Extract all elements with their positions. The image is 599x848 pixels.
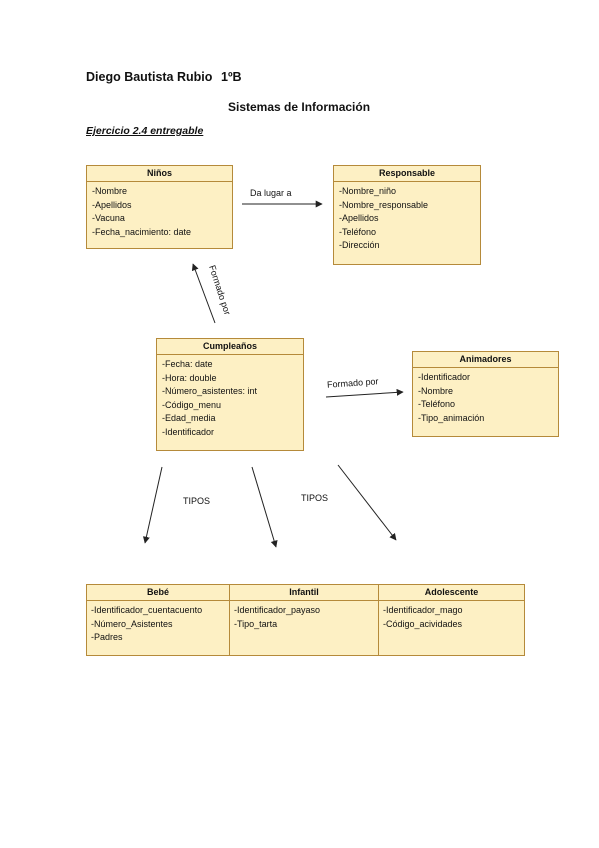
attribute: -Nombre_responsable: [339, 199, 429, 210]
attribute: -Apellidos: [339, 213, 379, 223]
arrow-cumpleanos-ninos: [191, 263, 216, 324]
subtype-bebe: Bebé -Identificador_cuentacuento -Número…: [87, 585, 230, 655]
attribute: -Identificador: [418, 372, 471, 382]
attribute: -Nombre_niño: [339, 186, 397, 196]
attribute: -Dirección: [339, 240, 380, 250]
attribute: -Hora: double: [162, 372, 217, 383]
grade-label: 1ºB: [221, 70, 242, 84]
attribute: -Identificador_mago: [383, 605, 463, 615]
subtype-bebe-title: Bebé: [87, 585, 229, 601]
subtype-infantil: Infantil -Identificador_payaso -Tipo_tar…: [230, 585, 379, 655]
label-da-lugar-a: Da lugar a: [250, 188, 292, 198]
attribute: -Número_asistentes: int: [162, 386, 258, 396]
attribute: -Edad_media: [162, 413, 216, 423]
attribute: -Identificador: [162, 426, 215, 437]
attribute: -Fecha_nacimiento: date: [92, 226, 192, 237]
attribute: -Padres: [91, 632, 123, 642]
attribute: -Código_menu: [162, 399, 222, 410]
subtypes-table: Bebé -Identificador_cuentacuento -Número…: [86, 584, 525, 656]
attribute: -Identificador_cuentacuento: [91, 605, 203, 615]
attribute: -Número_Asistentes: [91, 618, 173, 629]
entity-cumpleanos: Cumpleaños -Fecha: date -Hora: double -N…: [156, 338, 304, 451]
exercise-heading: Ejercicio 2.4 entregable: [86, 125, 204, 137]
attribute: -Vacuna: [92, 213, 125, 223]
subtype-adolescente: Adolescente -Identificador_mago -Código_…: [379, 585, 524, 655]
label-tipos-2: TIPOS: [301, 493, 329, 503]
entity-animadores: Animadores -Identificador -Nombre -Teléf…: [412, 351, 559, 437]
arrow-to-adolescente: [337, 464, 397, 541]
attribute: -Identificador_payaso: [234, 605, 321, 615]
attribute: -Tipo_tarta: [234, 618, 278, 629]
attribute: -Apellidos: [92, 199, 132, 210]
entity-animadores-title: Animadores: [413, 352, 558, 368]
subtype-adolescente-title: Adolescente: [379, 585, 524, 601]
attribute: -Teléfono: [339, 226, 377, 237]
attribute: -Código_acividades: [383, 618, 463, 629]
arrow-cumpleanos-animadores: [325, 388, 404, 398]
subtype-infantil-title: Infantil: [230, 585, 378, 601]
document-title: Sistemas de Información: [228, 100, 371, 114]
label-tipos-1: TIPOS: [183, 496, 211, 506]
attribute: -Nombre: [92, 186, 128, 196]
author-name: Diego Bautista Rubio: [86, 70, 213, 84]
entity-responsable-title: Responsable: [334, 166, 480, 182]
entity-ninos-title: Niños: [87, 166, 232, 182]
attribute: -Teléfono: [418, 399, 456, 409]
attribute: -Tipo_animación: [418, 412, 485, 423]
attribute: -Nombre: [418, 385, 454, 396]
entity-responsable: Responsable -Nombre_niño -Nombre_respons…: [333, 165, 481, 265]
entity-cumpleanos-title: Cumpleaños: [157, 339, 303, 355]
arrow-to-bebe: [142, 466, 163, 544]
arrow-to-infantil: [251, 466, 278, 548]
attribute: -Fecha: date: [162, 359, 213, 369]
entity-ninos: Niños -Nombre -Apellidos -Vacuna -Fecha_…: [86, 165, 233, 249]
